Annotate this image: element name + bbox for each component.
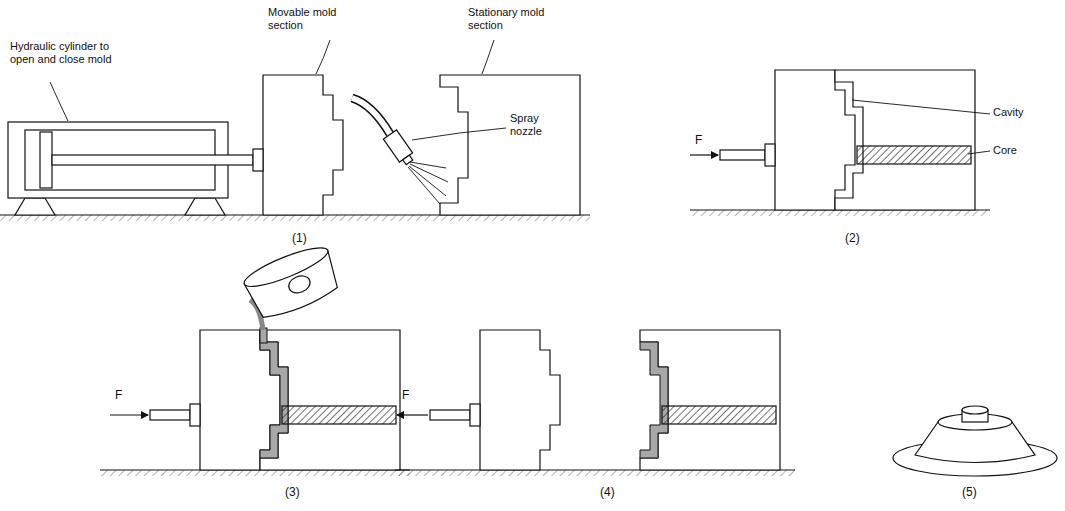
- step-number: (2): [845, 232, 860, 246]
- panel-pour: [100, 241, 410, 476]
- part-label: Stationary mold section: [468, 6, 562, 31]
- piston-rod: [52, 155, 253, 165]
- leader-line: [482, 40, 494, 74]
- force-arrow: [110, 414, 148, 415]
- step-number: (5): [962, 486, 977, 500]
- casting: [640, 342, 668, 458]
- part-label: Spray nozzle: [510, 112, 564, 137]
- force-label: F: [402, 389, 409, 403]
- ladle: [241, 241, 344, 324]
- stationary-mold-section: [640, 330, 780, 470]
- stationary-mold-section: [260, 330, 400, 470]
- force-label: F: [115, 389, 122, 403]
- finished-part: [893, 406, 1057, 476]
- core: [857, 146, 971, 164]
- stationary-mold-section: [440, 75, 580, 215]
- ground-hatch: [395, 470, 795, 476]
- panel-open-eject: [395, 330, 795, 476]
- part-label: Cavity: [993, 106, 1024, 119]
- leader-line: [412, 128, 506, 140]
- movable-mold-section: [765, 70, 855, 210]
- piston-rod: [720, 150, 765, 160]
- piston-rod: [150, 410, 190, 420]
- ground-hatch: [690, 210, 990, 216]
- leader-line: [316, 40, 330, 74]
- part-label: Hydraulic cylinder to open and close mol…: [10, 40, 130, 65]
- nozzle-hose: [352, 98, 390, 134]
- leader-line: [852, 100, 990, 114]
- movable-mold-section: [253, 75, 343, 215]
- core: [662, 406, 776, 424]
- sprue: [260, 328, 267, 343]
- leader-line: [968, 151, 990, 154]
- part-label: Core: [993, 144, 1017, 157]
- nozzle-hose: [352, 98, 390, 134]
- ground-hatch: [0, 215, 590, 221]
- molten-metal: [260, 342, 288, 458]
- cylinder-foot: [185, 198, 225, 215]
- leader-line: [50, 82, 68, 121]
- step-number: (4): [600, 486, 615, 500]
- step-number: (1): [292, 232, 307, 246]
- cylinder-foot: [15, 198, 55, 215]
- movable-mold-section: [470, 330, 560, 470]
- piston: [40, 132, 52, 188]
- part-label: Movable mold section: [268, 6, 352, 31]
- step-number: (3): [285, 486, 300, 500]
- spray-nozzle: [383, 130, 416, 167]
- core: [282, 406, 396, 424]
- spray-mist: [408, 162, 448, 204]
- piston-rod: [430, 410, 470, 420]
- force-arrow: [690, 154, 718, 155]
- movable-mold-section: [190, 330, 280, 470]
- panel-open-spray: [0, 40, 590, 221]
- force-label: F: [695, 134, 702, 148]
- stationary-mold-section: [835, 70, 975, 210]
- force-arrow: [397, 414, 428, 415]
- panel-closed: [690, 70, 990, 216]
- ground-hatch: [100, 470, 410, 476]
